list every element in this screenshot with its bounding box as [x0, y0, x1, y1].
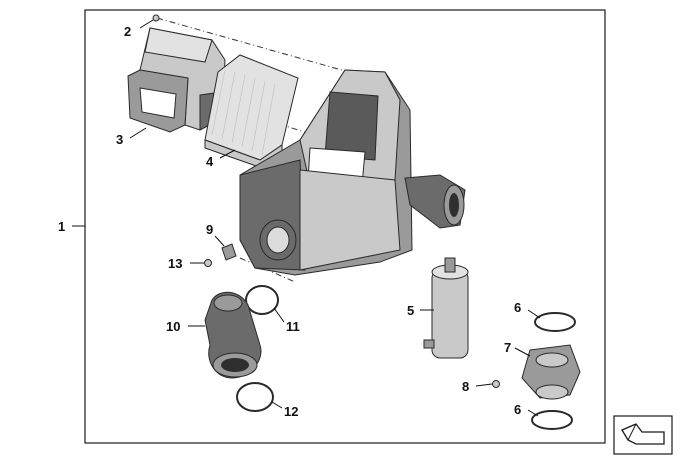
- callout-11: 11: [286, 319, 300, 334]
- callout-7: 7: [504, 340, 511, 355]
- callout-6-lower: 6: [514, 402, 521, 417]
- part-elbow-hose: [204, 291, 262, 379]
- leader-lines: [72, 19, 541, 417]
- callout-9: 9: [206, 222, 213, 237]
- part-airbox-housing: [239, 69, 466, 276]
- part-screw-8: [492, 380, 500, 388]
- callout-3: 3: [116, 132, 123, 147]
- part-clamp-11: [245, 285, 279, 315]
- callout-10: 10: [166, 319, 180, 334]
- part-clamp-6-lower: [531, 410, 573, 430]
- callout-4: 4: [206, 154, 214, 169]
- callout-2: 2: [124, 24, 131, 39]
- callout-labels: 1 2 3 4 5 6 6 7 8 9 10 11 12 13: [58, 24, 521, 419]
- corner-symbol: [613, 415, 673, 455]
- callout-8: 8: [462, 379, 469, 394]
- arrow-pointer-icon: [621, 423, 665, 445]
- part-air-filter: [204, 54, 299, 169]
- callout-5: 5: [407, 303, 414, 318]
- part-screw-13: [204, 259, 212, 267]
- part-fitting-9: [221, 243, 237, 261]
- part-clamp-6-upper: [534, 312, 576, 332]
- callout-13: 13: [168, 256, 182, 271]
- callout-1: 1: [58, 219, 65, 234]
- part-clamp-12: [236, 382, 274, 412]
- callout-12: 12: [284, 404, 298, 419]
- part-bracket: [521, 344, 581, 400]
- callout-6-upper: 6: [514, 300, 521, 315]
- part-screw-2: [152, 14, 160, 22]
- part-canister: [423, 257, 469, 359]
